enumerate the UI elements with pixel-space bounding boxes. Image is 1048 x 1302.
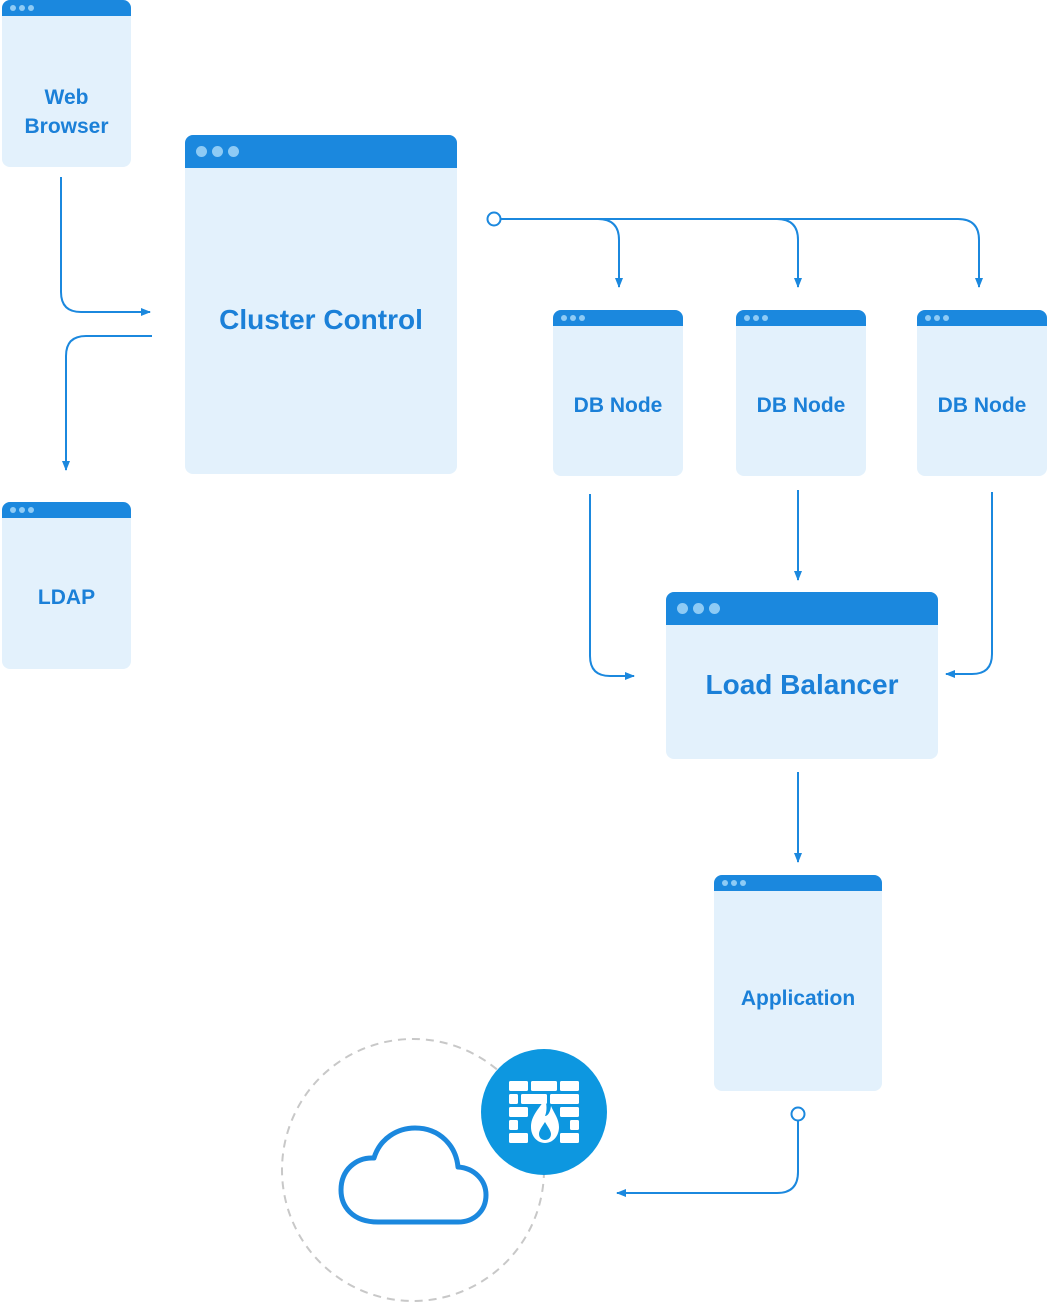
connector-bus-to-db2 <box>776 218 802 288</box>
web-browser-label: Browser <box>24 115 109 138</box>
db-node-label: DB Node <box>937 394 1027 417</box>
application-node: Application <box>714 875 882 1091</box>
load-balancer-label: Load Balancer <box>705 669 899 700</box>
connector-db1-to-lb <box>589 494 635 680</box>
web-browser-node: Web Browser <box>2 0 131 167</box>
cluster-control-node: Cluster Control <box>185 135 457 474</box>
connector-bus-to-db3 <box>957 218 983 288</box>
connector-origin-dot <box>486 211 502 227</box>
connector-origin-dot <box>790 1106 806 1122</box>
db-node-2: DB Node <box>736 310 866 476</box>
connector-db3-to-lb <box>945 492 993 678</box>
db-node-label: DB Node <box>573 394 663 417</box>
firewall-icon <box>481 1049 607 1175</box>
cloud-icon <box>338 1125 489 1225</box>
connector-cluster-to-ldap <box>62 335 152 471</box>
connector-browser-to-cluster <box>60 177 151 316</box>
connector-app-to-cloud <box>616 1121 799 1197</box>
ldap-label: LDAP <box>37 586 96 609</box>
ldap-node: LDAP <box>2 502 131 669</box>
connector-bus-to-db1 <box>597 218 623 288</box>
web-browser-label: Web <box>44 86 89 109</box>
load-balancer-node: Load Balancer <box>666 592 938 759</box>
cluster-control-label: Cluster Control <box>219 304 423 335</box>
db-node-1: DB Node <box>553 310 683 476</box>
db-node-label: DB Node <box>756 394 846 417</box>
db-node-3: DB Node <box>917 310 1047 476</box>
application-label: Application <box>740 987 856 1010</box>
